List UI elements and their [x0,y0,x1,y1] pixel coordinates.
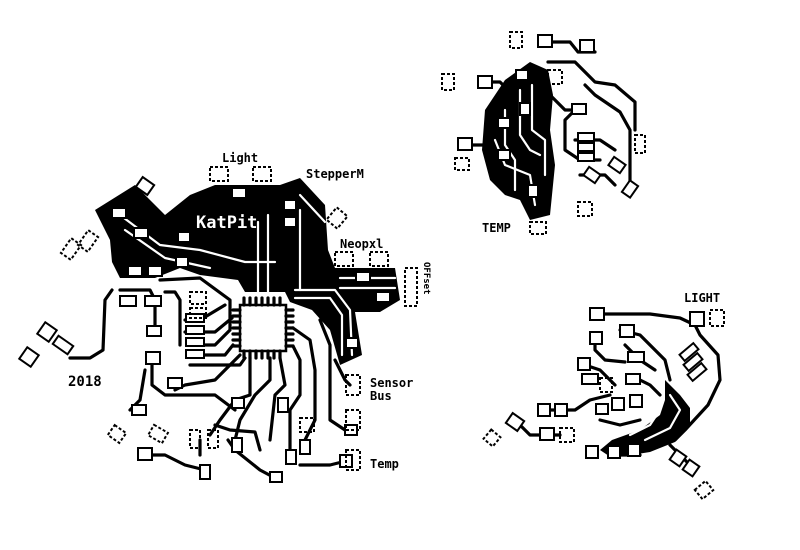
temp-pour-pads [497,69,539,198]
microcontroller-chip [231,296,295,360]
temp-dashed-pads [441,31,646,235]
stepper-connector-label: StepperM [306,167,364,181]
pour-clearances [118,193,397,357]
board-title-label: KatPit [196,213,257,233]
main-dashed-pads [59,166,418,471]
light-pads [504,307,708,478]
pour-pads [111,187,391,349]
year-label: 2018 [68,374,102,390]
light-ground-pour [600,380,690,458]
light-pour-clearances [628,393,682,442]
light-module-board: LIGHT [482,291,725,501]
temp-pads [457,34,640,199]
light-module-label: LIGHT [684,291,720,305]
sensor-bus-label-line1: Sensor [370,376,413,390]
main-board: Light StepperM KatPit Neopxl OFFset 2018… [17,151,431,483]
light-dashed-pads [482,309,725,501]
offset-label: OFFset [421,262,431,295]
temp-module-board: TEMP [441,31,646,235]
temp-ground-pour [482,62,555,220]
temp-module-label: TEMP [482,221,511,235]
temp-connector-label: Temp [370,457,399,471]
sensor-bus-label-line2: Bus [370,389,392,403]
main-ground-pour [95,178,400,365]
light-connector-label: Light [222,151,258,165]
neopixel-connector-label: Neopxl [340,237,383,251]
